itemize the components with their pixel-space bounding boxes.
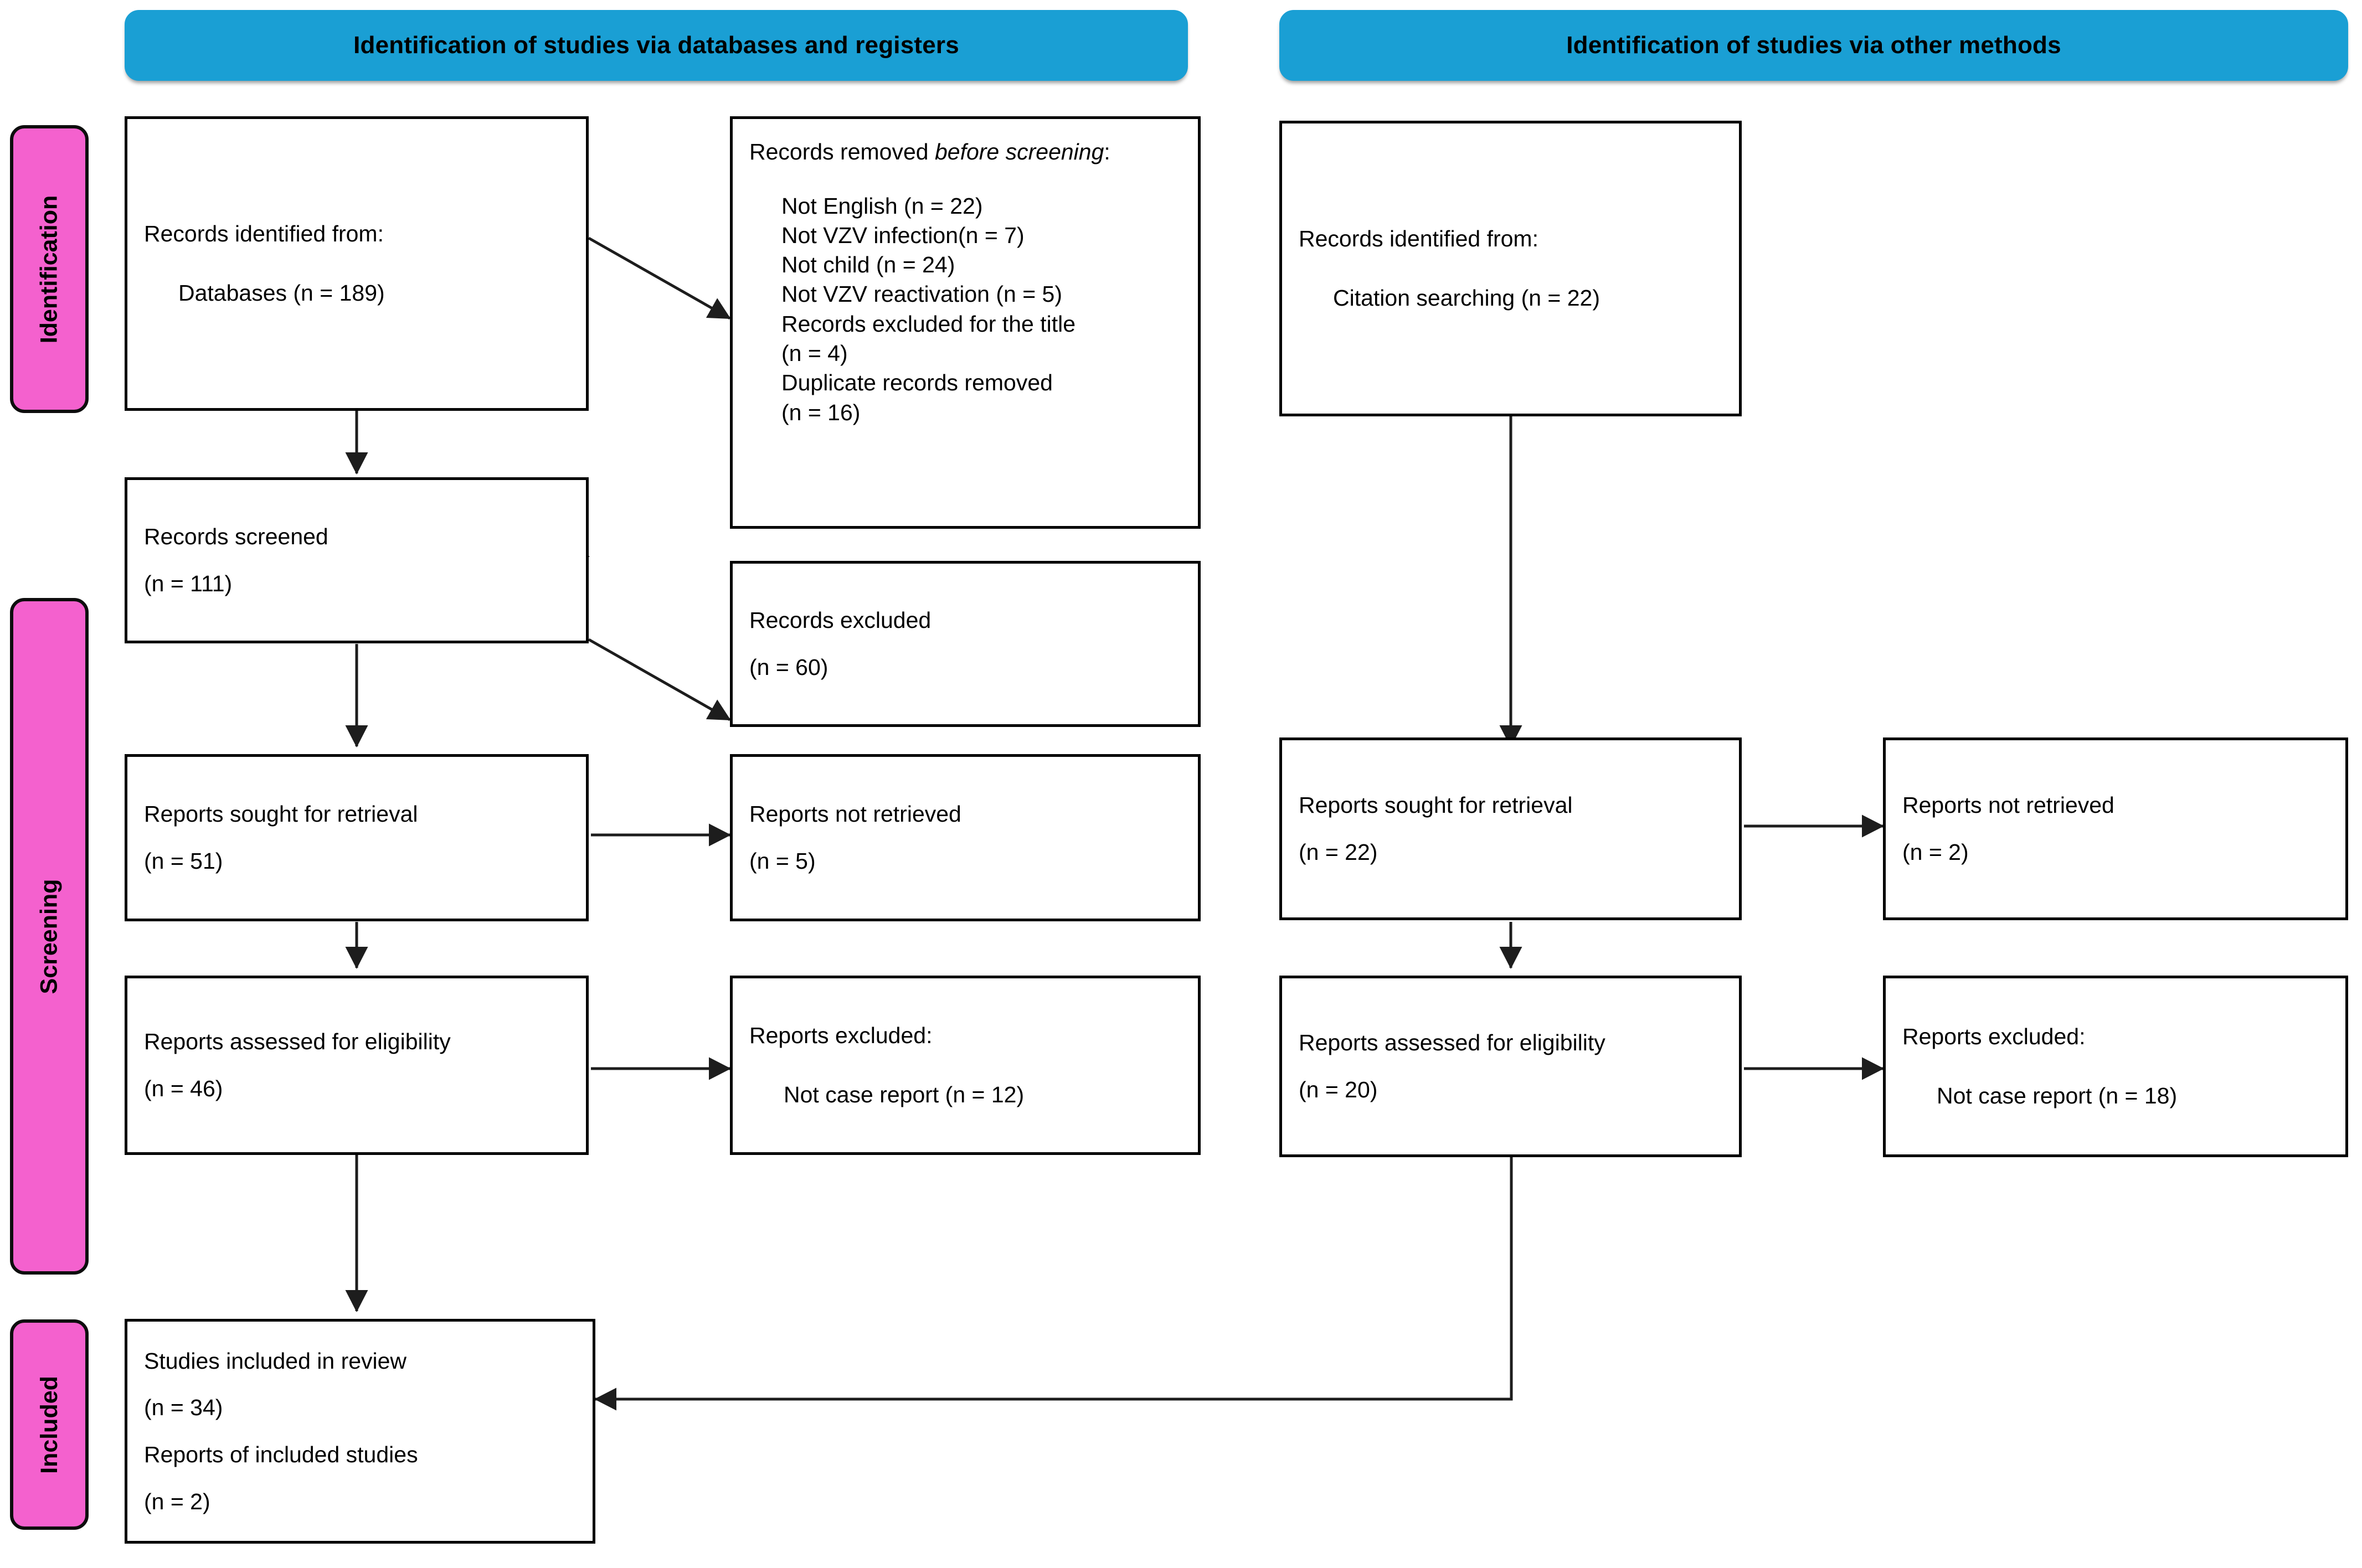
records-removed-title-colon: : <box>1104 139 1110 164</box>
box-records-excluded: Records excluded (n = 60) <box>730 561 1201 727</box>
stage-label-identification: Identification <box>10 125 89 413</box>
stage-identification-text: Identification <box>35 195 63 343</box>
reports-not-retrieved-title-right: Reports not retrieved <box>1902 792 2114 818</box>
reports-included-title: Reports of included studies <box>144 1442 418 1467</box>
reports-included-count: (n = 2) <box>144 1488 210 1514</box>
stage-label-included: Included <box>10 1319 89 1530</box>
box-reports-not-retrieved-right: Reports not retrieved (n = 2) <box>1883 737 2348 920</box>
reports-sought-title-right: Reports sought for retrieval <box>1299 792 1573 818</box>
reports-excluded-reason: Not case report (n = 12) <box>784 1082 1025 1107</box>
reports-not-retrieved-count-right: (n = 2) <box>1902 839 1969 865</box>
stage-label-screening: Screening <box>10 598 89 1275</box>
banner-other-methods: Identification of studies via other meth… <box>1279 10 2348 81</box>
box-records-identified-databases: Records identified from: Databases (n = … <box>125 116 589 411</box>
reports-not-retrieved-title: Reports not retrieved <box>749 801 961 827</box>
records-identified-source: Databases (n = 189) <box>178 280 385 306</box>
citation-identified-source: Citation searching (n = 22) <box>1333 285 1601 311</box>
records-excluded-count: (n = 60) <box>749 654 828 680</box>
banner-left-label: Identification of studies via databases … <box>353 32 959 59</box>
arrow-identified-to-removed <box>588 236 731 320</box>
box-studies-included-in-review: Studies included in review (n = 34) Repo… <box>125 1319 595 1544</box>
box-reports-not-retrieved: Reports not retrieved (n = 5) <box>730 754 1201 921</box>
studies-included-title: Studies included in review <box>144 1348 407 1374</box>
reports-sought-count: (n = 51) <box>144 848 223 874</box>
records-removed-item: Not VZV infection(n = 7) <box>781 222 1025 248</box>
banner-right-label: Identification of studies via other meth… <box>1566 32 2061 59</box>
records-removed-title-plain: Records removed <box>749 139 935 164</box>
reports-assessed-title-right: Reports assessed for eligibility <box>1299 1030 1605 1056</box>
records-removed-title: Records removed before screening: <box>749 137 1181 167</box>
arrow-screened-to-excluded <box>588 638 731 721</box>
reports-sought-title: Reports sought for retrieval <box>144 801 418 827</box>
reports-assessed-count: (n = 46) <box>144 1076 223 1101</box>
arrow-elbow-to-included <box>594 1157 1513 1411</box>
box-records-removed-before-screening: Records removed before screening: Not En… <box>730 116 1201 529</box>
stage-screening-text: Screening <box>35 879 63 994</box>
records-removed-item: Not child (n = 24) <box>781 252 955 278</box>
records-removed-item: Records excluded for the title <box>781 311 1075 337</box>
records-removed-item: (n = 16) <box>781 399 861 425</box>
citation-identified-title: Records identified from: <box>1299 226 1538 252</box>
reports-assessed-count-right: (n = 20) <box>1299 1077 1378 1102</box>
records-removed-reason-list: Not English (n = 22) Not VZV infection(n… <box>749 192 1181 427</box>
records-removed-item: Not English (n = 22) <box>781 193 983 219</box>
box-reports-excluded-right: Reports excluded: Not case report (n = 1… <box>1883 976 2348 1157</box>
records-identified-title: Records identified from: <box>144 221 384 247</box>
box-reports-sought-retrieval-right: Reports sought for retrieval (n = 22) <box>1279 737 1742 920</box>
reports-assessed-title: Reports assessed for eligibility <box>144 1029 451 1055</box>
box-reports-assessed-eligibility: Reports assessed for eligibility (n = 46… <box>125 976 589 1155</box>
box-reports-assessed-eligibility-right: Reports assessed for eligibility (n = 20… <box>1279 976 1742 1157</box>
box-records-screened: Records screened (n = 111) <box>125 477 589 643</box>
box-reports-excluded-left: Reports excluded: Not case report (n = 1… <box>730 976 1201 1155</box>
reports-sought-count-right: (n = 22) <box>1299 839 1378 865</box>
reports-excluded-title: Reports excluded: <box>749 1023 933 1049</box>
records-removed-item: Not VZV reactivation (n = 5) <box>781 281 1063 307</box>
records-removed-item: Duplicate records removed <box>781 370 1053 396</box>
reports-not-retrieved-count: (n = 5) <box>749 848 816 874</box>
studies-included-count: (n = 34) <box>144 1395 223 1421</box>
box-reports-sought-retrieval: Reports sought for retrieval (n = 51) <box>125 754 589 921</box>
stage-included-text: Included <box>35 1375 63 1474</box>
records-screened-title: Records screened <box>144 524 328 550</box>
box-records-identified-citation: Records identified from: Citation search… <box>1279 121 1742 416</box>
banner-databases-registers: Identification of studies via databases … <box>125 10 1188 81</box>
records-excluded-title: Records excluded <box>749 607 932 633</box>
records-removed-item: (n = 4) <box>781 341 848 366</box>
records-removed-title-italic: before screening <box>934 139 1104 164</box>
reports-excluded-title-right: Reports excluded: <box>1902 1024 2086 1050</box>
records-screened-count: (n = 111) <box>144 571 233 596</box>
reports-excluded-reason-right: Not case report (n = 18) <box>1937 1083 2178 1108</box>
